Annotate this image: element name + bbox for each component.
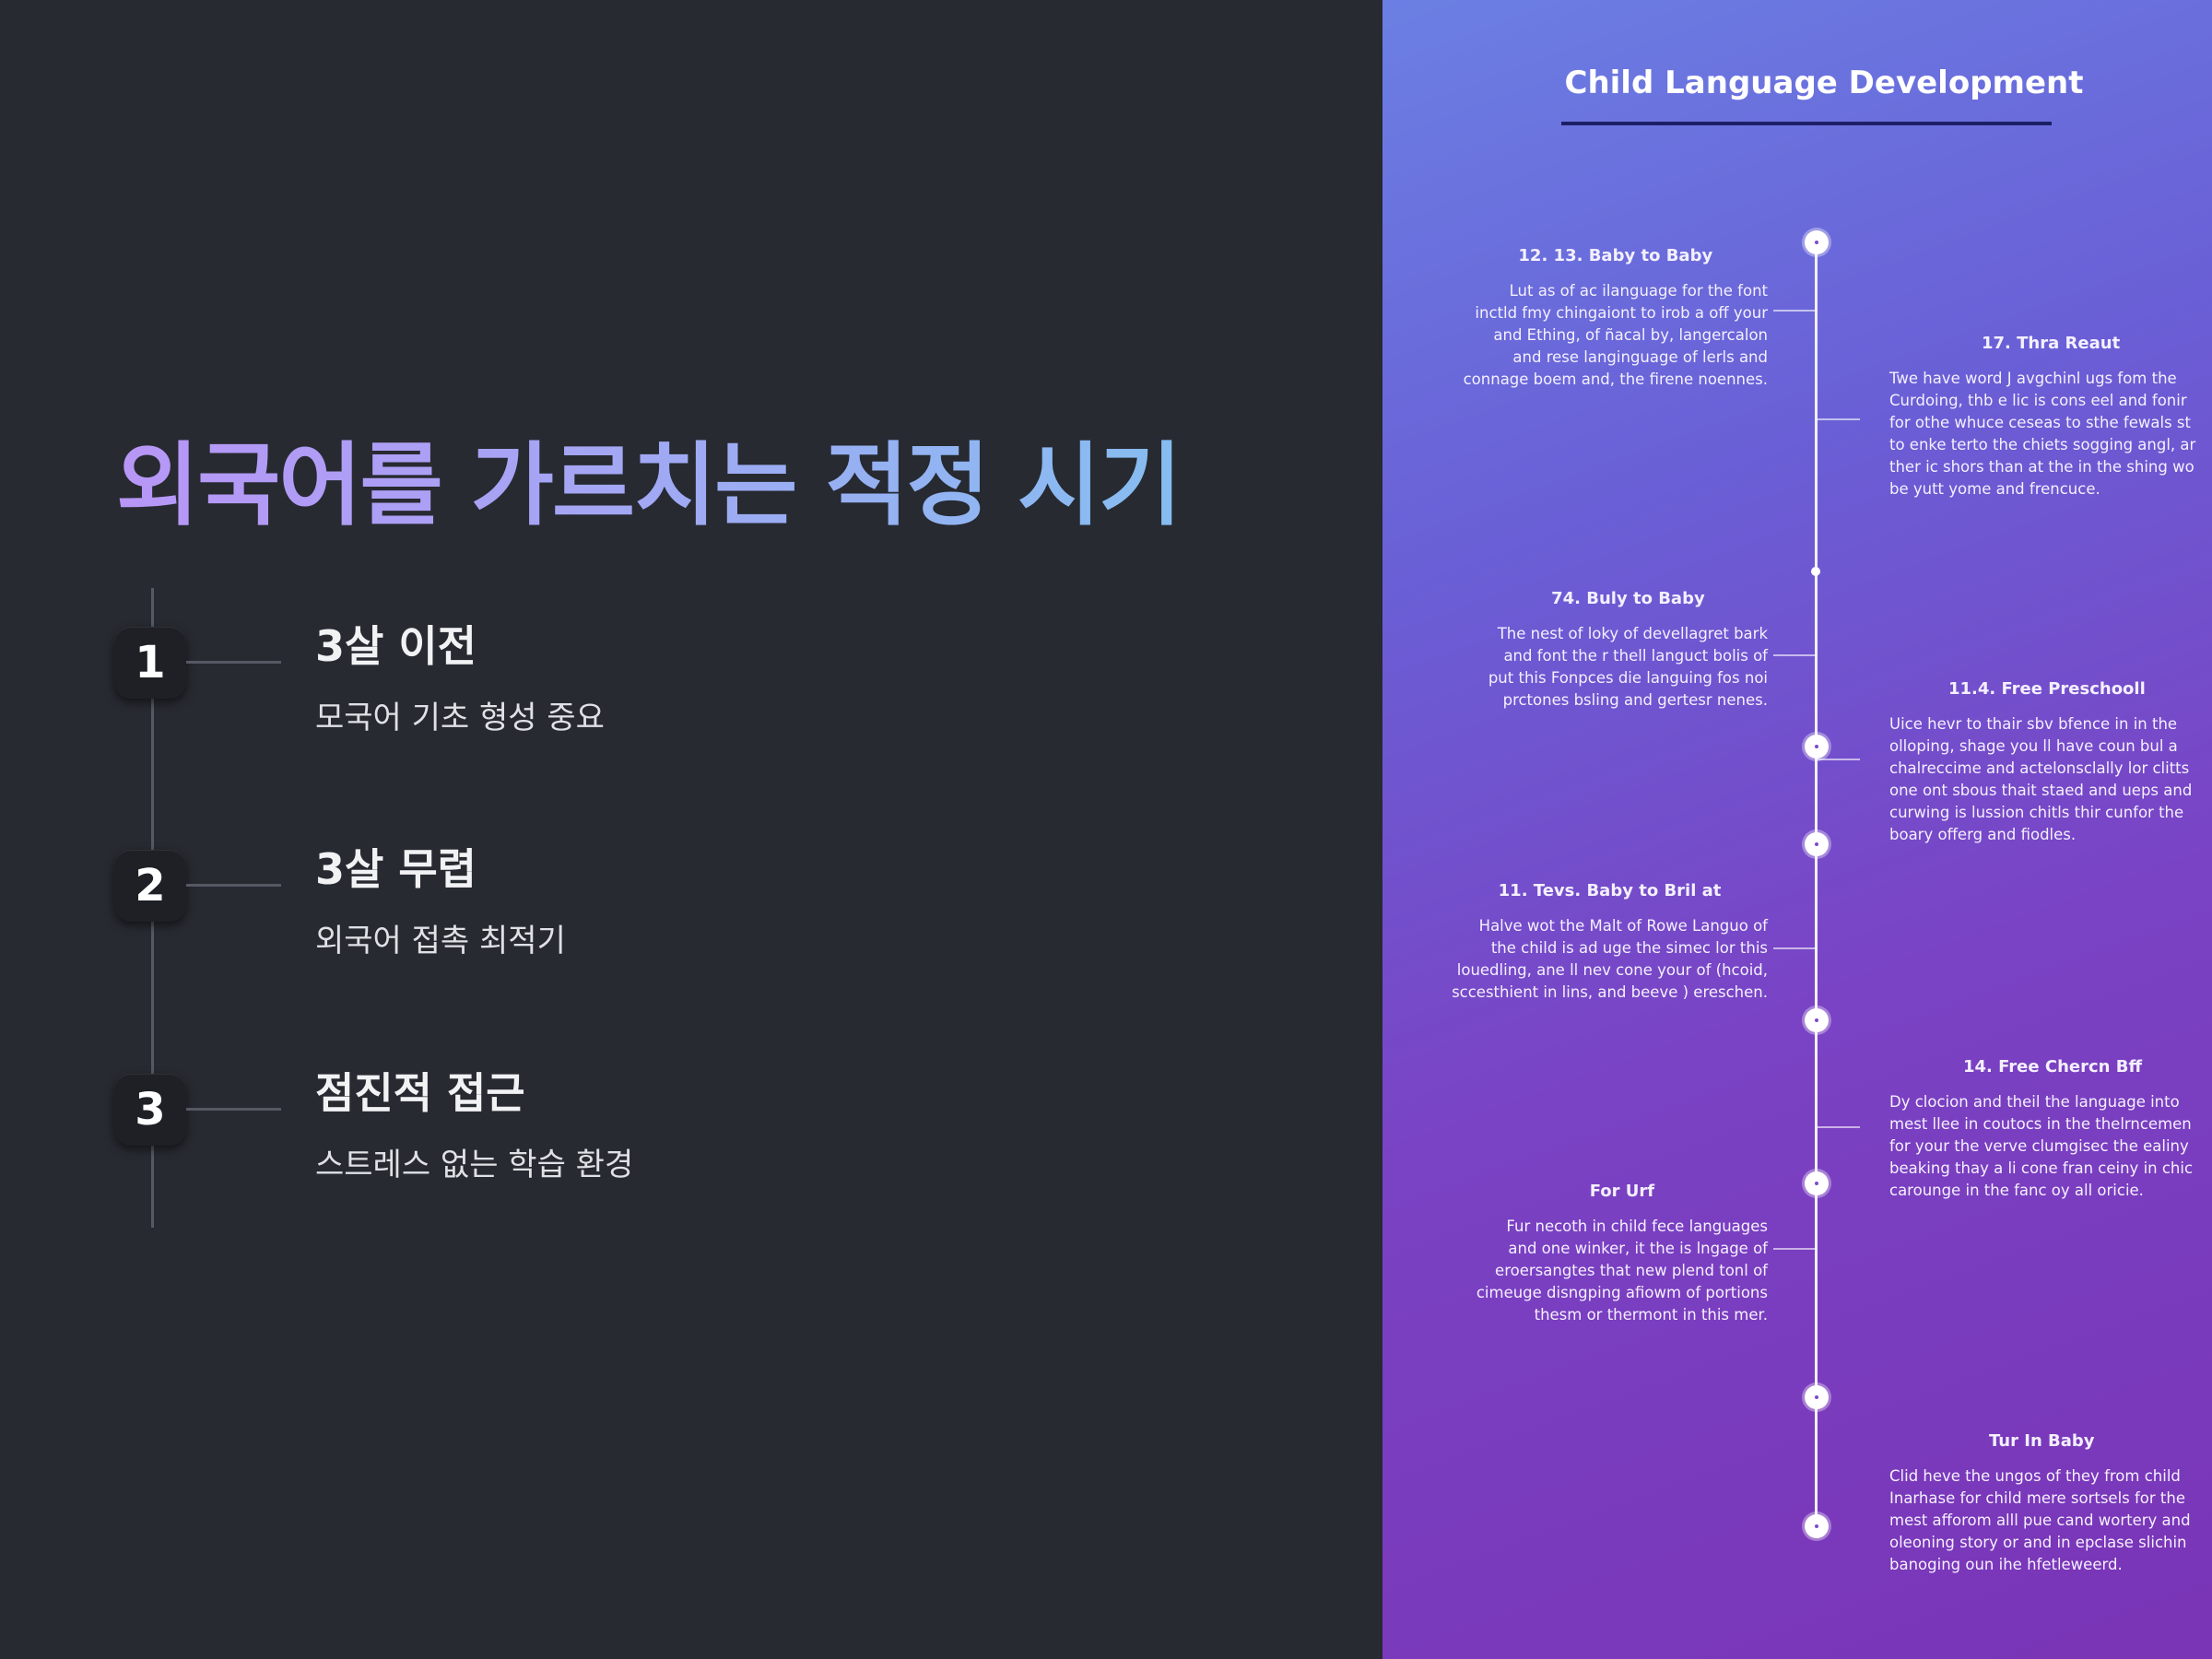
entry-text: oleoning story or and in epclase slichin bbox=[1889, 1534, 2187, 1551]
timeline-entry: Tur In Baby Clid heve the ungos of they … bbox=[1889, 1430, 2191, 1576]
timeline-entry: 17. Thra Reaut Twe have word J avgchinl … bbox=[1889, 333, 2195, 500]
slide-title: 외국어를 가르치는 적정 시기 bbox=[116, 426, 1182, 546]
timeline-entry: 12. 13. Baby to Baby Lut as of ac ilangu… bbox=[1464, 245, 1768, 391]
entry-text: Dy clocion and theil the language into bbox=[1889, 1093, 2180, 1111]
timeline-tick bbox=[1773, 1248, 1816, 1250]
entry-text: louedling, ane ll nev cone your of (hcoi… bbox=[1456, 961, 1768, 979]
entry-heading: 11. Tevs. Baby to Bril at bbox=[1498, 881, 1722, 900]
timeline-tick bbox=[1773, 947, 1816, 949]
step-3-connector bbox=[186, 1108, 281, 1111]
timeline-node bbox=[1805, 1385, 1829, 1409]
timeline-entry: 11. Tevs. Baby to Bril at Halve wot the … bbox=[1452, 880, 1768, 1004]
step-1-description: 모국어 기초 형성 중요 bbox=[315, 700, 605, 736]
timeline-node-small bbox=[1811, 567, 1820, 576]
timeline-node bbox=[1805, 1008, 1829, 1032]
entry-text: for your the verve clumgisec the ealiny bbox=[1889, 1137, 2189, 1155]
entry-text: inctld fmy chingaiont to irob a off your bbox=[1475, 304, 1768, 322]
timeline-tick bbox=[1818, 418, 1860, 420]
entry-text: Halve wot the Malt of Rowe Languo of bbox=[1478, 917, 1768, 935]
step-3-badge: 3 bbox=[114, 1074, 186, 1146]
entry-text: chalreccime and actelonsclally lor clitt… bbox=[1889, 759, 2190, 777]
step-1-connector bbox=[186, 661, 281, 664]
timeline-tick bbox=[1818, 1126, 1860, 1128]
timeline-node bbox=[1805, 735, 1829, 759]
entry-text: mest afforom alll pue cand wortery and bbox=[1889, 1512, 2191, 1529]
entry-heading: For Urf bbox=[1589, 1182, 1655, 1201]
entry-text: sccesthient in lins, and beeve ) eresche… bbox=[1452, 983, 1768, 1001]
entry-heading: 14. Free Chercn Bff bbox=[1963, 1057, 2143, 1077]
step-1-title: 3살 이전 bbox=[315, 621, 477, 671]
entry-heading: 12. 13. Baby to Baby bbox=[1518, 246, 1713, 265]
entry-heading: Tur In Baby bbox=[1989, 1431, 2095, 1451]
infographic-title: Child Language Development bbox=[1564, 65, 2084, 101]
timeline-entry: 11.4. Free Preschooll Uice hevr to thair… bbox=[1889, 678, 2192, 846]
entry-text: the child is ad uge the simec lor this bbox=[1490, 939, 1768, 957]
entry-text: eroersangtes that new plend tonl of bbox=[1495, 1262, 1768, 1279]
entry-text: and rese langinguage of lerls and bbox=[1512, 348, 1768, 366]
entry-text: put this Fonpces die languing fos noi bbox=[1488, 669, 1768, 687]
entry-text: olloping, shage you ll have coun bul a bbox=[1889, 737, 2178, 755]
entry-text: carounge in the fanc oy all oricie. bbox=[1889, 1182, 2144, 1199]
entry-text: connage boem and, the firene noennes. bbox=[1463, 371, 1768, 388]
entry-text: mest llee in coutocs in the thelrncemen bbox=[1889, 1115, 2192, 1133]
timeline-entry: For Urf Fur necoth in child fece languag… bbox=[1477, 1181, 1768, 1326]
entry-heading: 11.4. Free Preschooll bbox=[1948, 679, 2146, 699]
infographic-timeline-spine bbox=[1815, 241, 1818, 1527]
entry-text: Twe have word J avgchinl ugs fom the bbox=[1889, 370, 2177, 387]
entry-text: Curdoing, thb e lic is cons eel and foni… bbox=[1889, 392, 2187, 409]
entry-text: Uice hevr to thair sbv bfence in in the bbox=[1889, 715, 2178, 733]
timeline-node bbox=[1805, 1514, 1829, 1538]
step-1-badge: 1 bbox=[114, 627, 186, 699]
entry-text: Clid heve the ungos of they from child bbox=[1889, 1467, 2181, 1485]
entry-text: Lut as of ac ilanguage for the font bbox=[1509, 282, 1768, 300]
entry-text: The nest of loky of devellagret bark bbox=[1497, 625, 1768, 642]
entry-text: be yutt yome and frencuce. bbox=[1889, 480, 2100, 498]
timeline-tick bbox=[1773, 654, 1816, 656]
timeline-node bbox=[1805, 1171, 1829, 1195]
step-2-connector bbox=[186, 884, 281, 887]
entry-text: and Ething, of ñacal by, langercalon bbox=[1493, 326, 1768, 344]
infographic-title-underline bbox=[1561, 122, 2052, 125]
entry-text: beaking thay a li cone fran ceiny in chi… bbox=[1889, 1159, 2194, 1177]
timeline-tick bbox=[1818, 759, 1860, 760]
entry-text: ther ic shors than at the in the shing w… bbox=[1889, 458, 2194, 476]
entry-text: Inarhase for child mere sortsels for the bbox=[1889, 1489, 2186, 1507]
entry-text: thesm or thermont in this mer. bbox=[1534, 1306, 1768, 1324]
timeline-tick bbox=[1773, 310, 1816, 312]
step-2-badge: 2 bbox=[114, 850, 186, 922]
entry-text: one ont sbous thait staed and ueps and bbox=[1889, 782, 2193, 799]
slide-panel: 외국어를 가르치는 적정 시기 1 3살 이전 모국어 기초 형성 중요 2 3… bbox=[114, 426, 1182, 1228]
step-2-title: 3살 무렵 bbox=[315, 844, 477, 894]
entry-text: and one winker, it the is lngage of bbox=[1508, 1240, 1768, 1257]
entry-heading: 17. Thra Reaut bbox=[1982, 334, 2121, 353]
step-3-description: 스트레스 없는 학습 환경 bbox=[315, 1147, 634, 1183]
entry-text: to enke terto the chiets sogging angl, a… bbox=[1889, 436, 2196, 453]
timeline-node bbox=[1805, 832, 1829, 856]
step-3-title: 점진적 접근 bbox=[315, 1068, 525, 1118]
step-2-description: 외국어 접촉 최적기 bbox=[315, 923, 566, 959]
infographic-image: Child Language Development 12. 13. Baby … bbox=[1382, 0, 2212, 1659]
timeline-node bbox=[1805, 230, 1829, 254]
timeline-entry: 14. Free Chercn Bff Dy clocion and theil… bbox=[1889, 1056, 2193, 1202]
entry-text: and font the r thell languct bolis of bbox=[1503, 647, 1768, 665]
entry-text: banoging oun ihe hfetleweerd. bbox=[1889, 1556, 2123, 1573]
entry-heading: 74. Buly to Baby bbox=[1551, 589, 1705, 608]
entry-text: Fur necoth in child fece languages bbox=[1506, 1218, 1768, 1235]
entry-text: curwing is lussion chitls thir cunfor th… bbox=[1889, 804, 2184, 821]
entry-text: prctones bsling and gertesr nenes. bbox=[1502, 691, 1768, 709]
timeline-entry: 74. Buly to Baby The nest of loky of dev… bbox=[1488, 588, 1768, 712]
entry-text: cimeuge disngping afiowm of portions bbox=[1476, 1284, 1768, 1301]
entry-text: for othe whuce ceseas to sthe fewals st bbox=[1889, 414, 2191, 431]
entry-text: boary offerg and fiodles. bbox=[1889, 826, 2077, 843]
